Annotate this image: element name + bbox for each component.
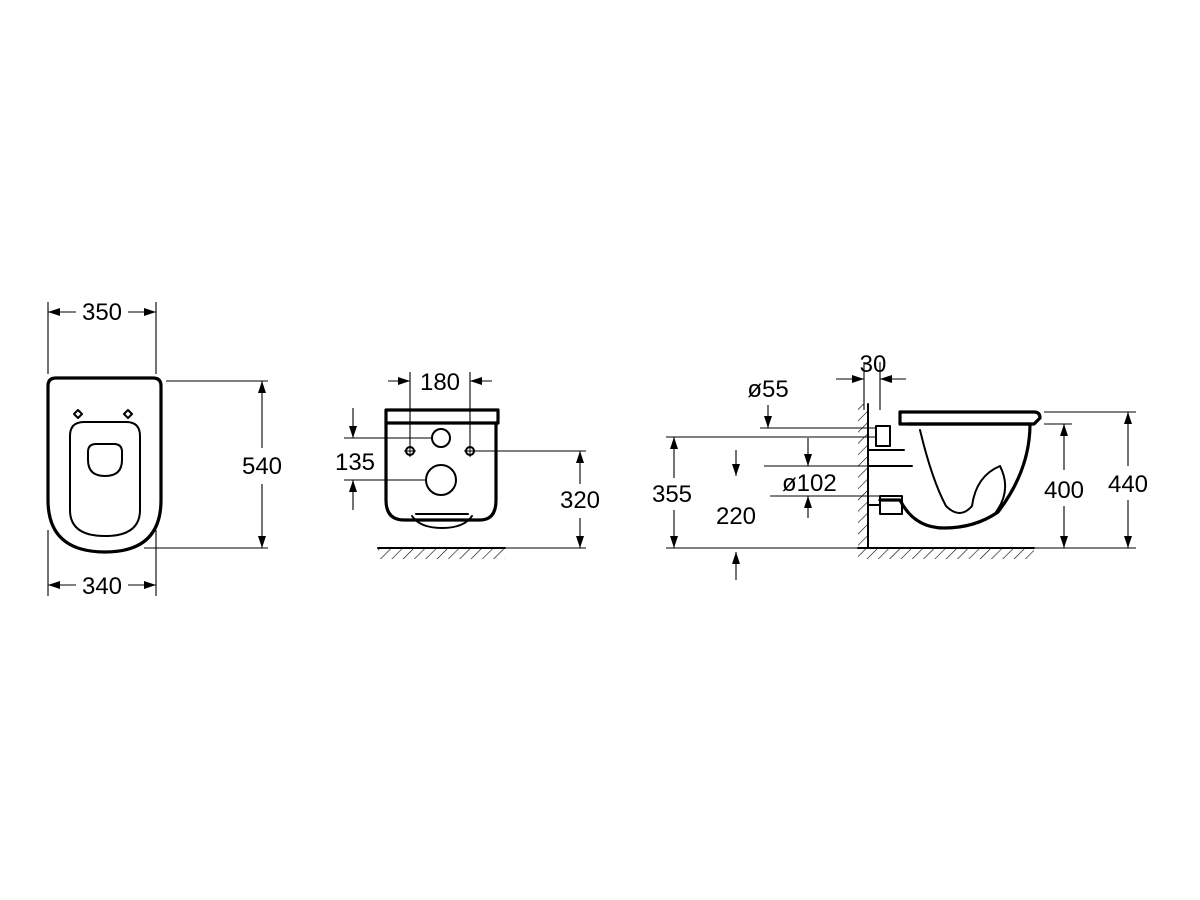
side-view-floor xyxy=(857,547,1035,559)
top-view-seat-opening xyxy=(87,443,123,477)
front-view-floor xyxy=(377,547,506,559)
dim-width-top-label: 350 xyxy=(82,299,122,326)
dim-width-top: 350 xyxy=(47,299,157,374)
dim-total-height: 440 xyxy=(1034,411,1148,549)
top-view-outline xyxy=(46,376,163,554)
side-view-bowl xyxy=(878,422,1032,530)
front-view-seat xyxy=(384,408,500,425)
dim-outlet-diameter-label: ø102 xyxy=(782,470,837,497)
dim-width-bottom-label: 340 xyxy=(82,573,122,600)
front-view-foot xyxy=(411,515,473,529)
top-view-fixing-marks xyxy=(73,409,133,419)
top-view: 350 340 540 xyxy=(46,299,282,600)
dim-outlet-diameter: ø102 xyxy=(764,438,880,518)
side-view-connectors xyxy=(867,425,913,515)
side-view: 30 ø55 ø102 355 xyxy=(652,351,1148,580)
dim-outlet-height-side-label: 220 xyxy=(716,503,756,530)
dim-inlet-diameter-label: ø55 xyxy=(747,376,788,403)
dim-total-height-label: 440 xyxy=(1108,471,1148,498)
dim-length: 540 xyxy=(144,380,282,549)
dim-outlet-height: 320 xyxy=(474,450,600,549)
dim-hole-spacing: 180 xyxy=(388,369,492,446)
dim-outlet-height-side: 220 xyxy=(716,450,756,580)
dim-width-bottom: 340 xyxy=(47,530,157,600)
front-view: 180 135 320 xyxy=(335,369,600,559)
dim-bowl-height: 400 xyxy=(1044,423,1084,548)
side-view-seat xyxy=(898,410,1042,426)
front-view-outlet-hole xyxy=(425,464,457,496)
dim-inlet-height: 355 xyxy=(652,436,876,549)
dim-inlet-diameter: ø55 xyxy=(747,376,876,429)
dim-wall-distance-label: 30 xyxy=(860,351,887,378)
dim-hole-height: 135 xyxy=(335,408,432,510)
front-view-inlet-hole xyxy=(431,428,451,448)
dim-outlet-height-label: 320 xyxy=(560,487,600,514)
side-view-wall xyxy=(858,403,869,549)
dim-hole-spacing-label: 180 xyxy=(420,369,460,396)
dim-inlet-height-label: 355 xyxy=(652,481,692,508)
dim-wall-distance: 30 xyxy=(836,351,906,410)
dim-bowl-height-label: 400 xyxy=(1044,477,1084,504)
front-view-body xyxy=(384,421,498,522)
dim-hole-height-label: 135 xyxy=(335,449,375,476)
top-view-inner-outline xyxy=(69,421,141,537)
dim-length-label: 540 xyxy=(242,453,282,480)
side-view-trap xyxy=(919,429,1007,514)
